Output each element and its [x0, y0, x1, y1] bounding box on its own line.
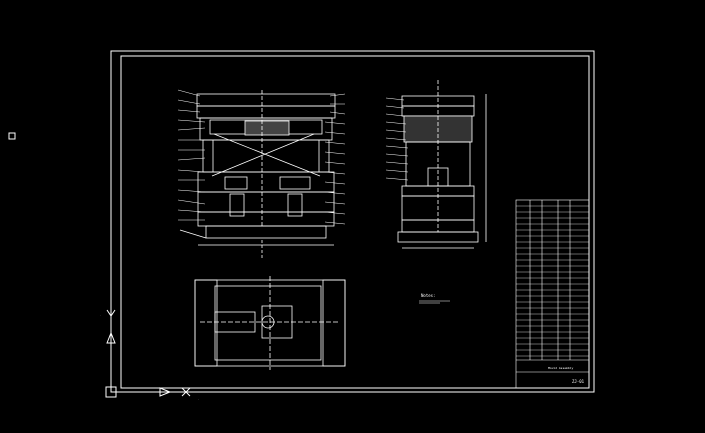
small-square-icon [8, 132, 16, 140]
ucs-x-label: X [198, 399, 199, 401]
side-section-view[interactable] [397, 80, 487, 249]
drawing-number: ZJ-01 [572, 379, 585, 384]
notes-lines [419, 300, 450, 304]
ucs-y-label: Y [100, 315, 101, 317]
notes-label: Notes: [421, 293, 435, 298]
side-view-callouts [385, 97, 409, 181]
plan-view[interactable] [194, 276, 346, 370]
drawing-frame [110, 50, 595, 393]
front-view-callouts-right [324, 93, 346, 225]
ucs-axis-icon [105, 309, 195, 398]
title-block-rows [516, 205, 589, 357]
title-block[interactable] [515, 199, 590, 389]
drawing-name: Mould Assembly [548, 366, 573, 370]
front-section-view[interactable] [179, 90, 336, 260]
front-view-callouts-left [177, 89, 206, 221]
